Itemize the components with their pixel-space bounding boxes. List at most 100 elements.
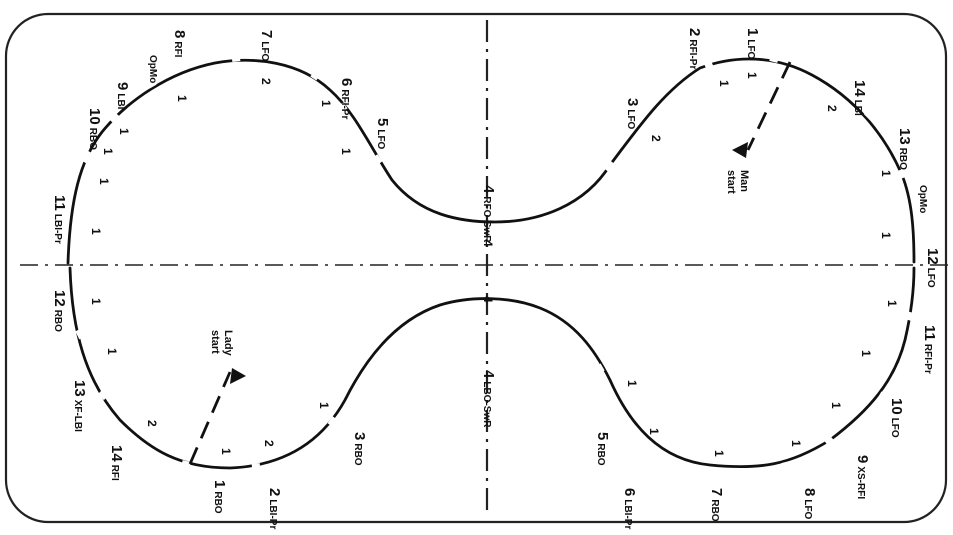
step-number: 6: [621, 488, 638, 496]
step-edge: RBO: [897, 148, 908, 170]
step-label-l12: 12LFO: [924, 248, 941, 288]
step-text: 8LFO: [801, 488, 818, 520]
step-edge: RFO-SwR: [481, 196, 492, 243]
step-edge: LBI-Pr: [267, 499, 278, 529]
step-number: 5: [374, 118, 391, 126]
step-number: 11: [921, 325, 938, 341]
step-number: 12: [51, 290, 68, 307]
step-label-l14: 14LBI: [851, 80, 868, 116]
step-edge: LBI-Pr: [52, 214, 63, 244]
step-number: 14: [108, 445, 125, 462]
step-edge: RBO: [52, 310, 63, 332]
step-text: 12LFO: [924, 248, 941, 288]
step-edge: LFO: [625, 109, 636, 129]
lady-step-breaks: [75, 311, 913, 470]
step-label-l4: 4LBO-SwR: [480, 370, 497, 428]
step-edge: LFO: [925, 268, 936, 288]
step-label-l1: 1RBO: [211, 480, 228, 514]
step-text: 13XF-LBI: [71, 380, 88, 432]
step-number: 8: [801, 488, 818, 496]
beat-count: 1: [647, 428, 661, 435]
beat-count: 1: [117, 128, 131, 135]
step-label-l7: 7RBO: [708, 488, 725, 522]
step-edge: LFO: [745, 39, 756, 59]
start-role: Man: [738, 170, 750, 192]
step-edge: LFO: [802, 499, 813, 519]
rink-outline: [4, 12, 948, 524]
step-number: 4: [480, 185, 497, 194]
man-start-arrow-icon: [732, 142, 748, 158]
beat-count: 4: [481, 296, 495, 303]
beat-count: 4: [481, 240, 495, 247]
step-edge: OpMo: [147, 55, 158, 83]
step-text: 9LBI: [114, 82, 131, 110]
step-edge: RBO: [212, 491, 223, 513]
step-number: 7: [258, 30, 275, 38]
lady-pattern-path: [68, 266, 916, 470]
step-text: 11RFI-Pr: [921, 325, 938, 374]
step-text: 10LFO: [888, 398, 905, 438]
step-edge: RBO: [352, 443, 363, 465]
step-text: 8RFI: [171, 30, 188, 58]
step-number: 3: [351, 432, 368, 440]
step-number: 9: [854, 455, 871, 463]
step-number: 2: [686, 28, 703, 36]
beat-count: 1: [175, 95, 189, 102]
step-edge: LFO: [375, 129, 386, 149]
step-label-m2: 2RFI-Pr: [686, 28, 703, 69]
step-edge: LFO: [889, 418, 900, 438]
step-edge: LFO: [259, 41, 270, 61]
step-number: 7: [708, 488, 725, 496]
step-edge: LBI: [115, 93, 126, 109]
step-text: 14LBI: [851, 80, 868, 116]
step-text: 13RBO: [896, 128, 913, 170]
step-label-m3: 3LFO: [624, 98, 641, 130]
beat-count: 1: [712, 450, 726, 457]
step-edge: RFI-Pr: [922, 344, 933, 374]
step-text: 9XS-RFI: [854, 455, 871, 499]
beat-count: 1: [745, 72, 759, 79]
step-number: 10: [86, 108, 103, 125]
beat-count: 2: [649, 135, 663, 142]
step-text: 12RBO: [51, 290, 68, 332]
step-text: 5LFO: [374, 118, 391, 150]
beat-count: 1: [101, 148, 115, 155]
step-text: OpMo: [917, 185, 928, 213]
step-text: 7RBO: [708, 488, 725, 522]
beat-count: 1: [879, 232, 893, 239]
step-text: OpMo: [147, 55, 158, 83]
start-text: start: [725, 170, 737, 194]
step-edge: LBI-Pr: [622, 499, 633, 529]
step-edge: XF-LBI: [72, 400, 83, 432]
step-edge: OpMo: [917, 185, 928, 213]
step-text: 3RBO: [351, 432, 368, 466]
step-number: 2: [266, 488, 283, 496]
beat-count: 1: [789, 440, 803, 447]
beat-count: 1: [105, 348, 119, 355]
man-start-line: [746, 61, 792, 151]
beat-count: 1: [859, 350, 873, 357]
step-label-l11: 11RFI-Pr: [921, 325, 938, 374]
beat-count: 2: [825, 105, 839, 112]
beat-count: 2: [262, 440, 276, 447]
step-edge: LBI: [852, 100, 863, 116]
man-pattern-path: [66, 57, 916, 265]
step-number: 11: [51, 195, 68, 211]
step-number: 13: [896, 128, 913, 145]
step-number: 10: [888, 398, 905, 415]
beat-count: 1: [97, 178, 111, 185]
step-label-l13: 13RBO: [896, 128, 913, 170]
step-number: 9: [114, 82, 131, 90]
step-label-m11: 11LBI-Pr: [51, 195, 68, 244]
step-edge: RFI: [109, 465, 120, 481]
beat-count: 1: [219, 448, 233, 455]
step-label-m6: 6RFI-Pr: [338, 78, 355, 119]
step-label-m4: 4RFO-SwR: [480, 185, 497, 243]
step-text: 4RFO-SwR: [480, 185, 497, 243]
step-number: 1: [744, 28, 761, 36]
start-role: Lady: [222, 330, 234, 357]
